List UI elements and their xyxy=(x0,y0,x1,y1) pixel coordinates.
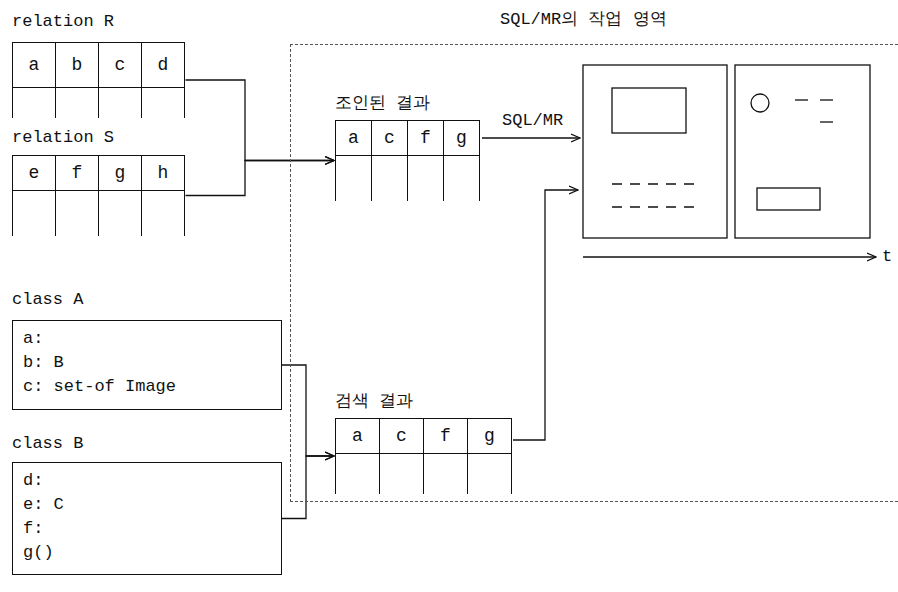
result-arrow xyxy=(513,190,578,440)
table-cell: c xyxy=(380,418,424,454)
class-member: g() xyxy=(23,541,271,565)
arrow-label: SQL/MR xyxy=(500,110,565,132)
table-column xyxy=(13,88,56,118)
class-box: class B d:e: Cf:g() xyxy=(12,432,282,575)
table-cell: f xyxy=(424,418,468,454)
class-heading: class A xyxy=(12,288,83,312)
screen-panel xyxy=(583,65,727,238)
time-axis xyxy=(583,256,876,257)
table-cell: a xyxy=(336,418,380,454)
region-heading: SQL/MR의 작업 영역 xyxy=(500,8,667,32)
table-heading: relation S xyxy=(12,126,114,150)
table-column xyxy=(380,454,424,494)
table-column xyxy=(56,191,99,236)
table-frame: efgh xyxy=(12,155,186,236)
table-heading: 검색 결과 xyxy=(335,390,413,414)
table-cell: e xyxy=(13,155,56,191)
table-column xyxy=(408,156,444,201)
table-cell: b xyxy=(56,42,99,88)
class-member: c: set-of Image xyxy=(23,375,271,399)
table-frame: acfg xyxy=(335,120,481,201)
class-frame: a:b: Bc: set-of Image xyxy=(12,320,282,410)
class-heading: class B xyxy=(12,432,83,456)
table-heading: relation R xyxy=(12,10,114,34)
relation-table: 검색 결과 acfg xyxy=(335,390,513,494)
table-column xyxy=(336,156,372,201)
relation-table: 조인된 결과 acfg xyxy=(335,92,481,201)
table-column xyxy=(444,156,480,201)
table-cell: f xyxy=(408,120,444,156)
merge-arrow xyxy=(186,161,335,196)
table-column xyxy=(468,454,512,494)
class-member: b: B xyxy=(23,351,271,375)
table-cell: a xyxy=(336,120,372,156)
table-column xyxy=(336,454,380,494)
relation-table: relation S efgh xyxy=(12,126,186,236)
class-frame: d:e: Cf:g() xyxy=(12,462,282,575)
axis-label: t xyxy=(880,246,894,268)
class-member: a: xyxy=(23,327,271,351)
table-cell: g xyxy=(99,155,142,191)
table-cell: g xyxy=(444,120,480,156)
table-column xyxy=(142,191,185,236)
relation-table: relation R abcd xyxy=(12,10,186,118)
work-region: SQL/MR의 작업 영역조인된 결과acfg검색 결과acfg xyxy=(290,0,898,502)
table-column xyxy=(99,88,142,118)
class-member: d: xyxy=(23,469,271,493)
screen-panel xyxy=(735,65,870,238)
table-heading: 조인된 결과 xyxy=(335,92,430,116)
class-member: f: xyxy=(23,517,271,541)
table-cell: g xyxy=(468,418,512,454)
table-cell: a xyxy=(13,42,56,88)
table-cell: c xyxy=(372,120,408,156)
merge-arrow xyxy=(186,80,335,161)
table-cell: d xyxy=(142,42,185,88)
table-column xyxy=(424,454,468,494)
table-column xyxy=(99,191,142,236)
table-column xyxy=(372,156,408,201)
table-frame: abcd xyxy=(12,42,186,118)
class-box: class A a:b: Bc: set-of Image xyxy=(12,288,282,410)
table-column xyxy=(13,191,56,236)
sqlmr-arrow xyxy=(482,137,580,138)
class-member: e: C xyxy=(23,493,271,517)
table-cell: h xyxy=(142,155,185,191)
table-cell: f xyxy=(56,155,99,191)
table-frame: acfg xyxy=(335,418,513,494)
table-column xyxy=(142,88,185,118)
table-column xyxy=(56,88,99,118)
table-cell: c xyxy=(99,42,142,88)
